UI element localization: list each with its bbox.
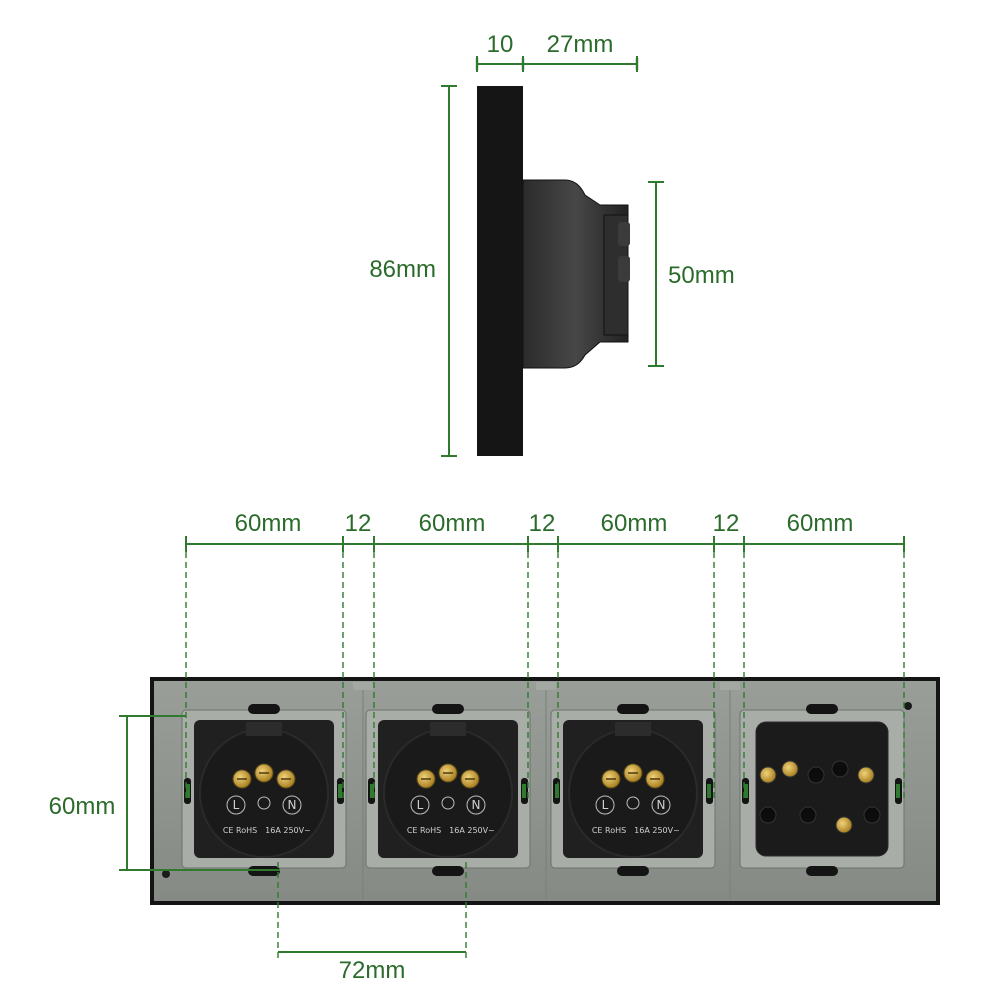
earth-symbol-icon: [257, 796, 271, 810]
live-label: L: [602, 798, 609, 812]
switch-housing: [755, 721, 889, 857]
earth-clip: [615, 722, 651, 736]
live-ring: [226, 795, 246, 815]
mounting-slot: [617, 866, 649, 876]
plate-tab: [536, 682, 556, 690]
live-ring: [595, 795, 615, 815]
body-height-label: 50mm: [668, 262, 735, 289]
mounting-slot: [806, 866, 838, 876]
module-1: L N CE RoHS 16A 250V~: [181, 704, 347, 876]
depth-back-label: 27mm: [547, 31, 614, 58]
module-2: L N CE RoHS 16A 250V~: [365, 704, 531, 876]
mounting-slot: [806, 704, 838, 714]
neutral-ring: [466, 795, 486, 815]
socket-body: [568, 728, 698, 858]
module-3-width-label: 60mm: [601, 510, 668, 537]
neutral-label: N: [472, 798, 481, 812]
earth-symbol-icon: [441, 796, 455, 810]
side-clip: [338, 784, 342, 798]
brass-terminal: [857, 766, 875, 784]
side-clip: [896, 784, 900, 798]
terminal-hole: [759, 806, 777, 824]
brass-terminal: [835, 816, 853, 834]
earth-symbol-icon: [626, 796, 640, 810]
rating-label: 16A 250V~: [449, 826, 495, 835]
mounting-slot: [432, 866, 464, 876]
side-clip: [186, 784, 190, 798]
socket-body: [199, 728, 329, 858]
module-3: L N CE RoHS 16A 250V~: [550, 704, 716, 876]
front-view: 60mm 12 60mm 12 60mm 12 60mm L N CE RoHS 16…: [49, 510, 940, 984]
terminal-hole: [831, 760, 849, 778]
mounting-slot: [432, 704, 464, 714]
screw-hole: [162, 870, 170, 878]
brass-terminal: [759, 766, 777, 784]
live-label: L: [417, 798, 424, 812]
gap-1-label: 12: [345, 510, 372, 537]
terminal-hole: [799, 806, 817, 824]
module-4-width-label: 60mm: [787, 510, 854, 537]
terminal-hole: [807, 766, 825, 784]
side-clip: [744, 784, 748, 798]
mounting-slot: [617, 704, 649, 714]
neutral-label: N: [288, 798, 297, 812]
earth-clip: [430, 722, 466, 736]
side-clip: [555, 784, 559, 798]
rating-label: 16A 250V~: [634, 826, 680, 835]
module-2-width-label: 60mm: [419, 510, 486, 537]
live-label: L: [233, 798, 240, 812]
terminal-hole: [863, 806, 881, 824]
neutral-label: N: [657, 798, 666, 812]
plate-tab: [353, 682, 373, 690]
plate-tab: [720, 682, 740, 690]
side-clip: [370, 784, 374, 798]
rating-label: 16A 250V~: [265, 826, 311, 835]
hole-spacing-label: 72mm: [339, 957, 406, 984]
plate-height-label: 86mm: [369, 256, 436, 283]
side-clip: [707, 784, 711, 798]
module-height-label: 60mm: [49, 793, 116, 820]
gap-2-label: 12: [529, 510, 556, 537]
module-1-width-label: 60mm: [235, 510, 302, 537]
gap-3-label: 12: [713, 510, 740, 537]
cert-label: CE RoHS: [223, 826, 257, 835]
depth-front-label: 10: [487, 31, 514, 58]
socket-body: [383, 728, 513, 858]
neutral-ring: [651, 795, 671, 815]
brass-terminal: [781, 760, 799, 778]
side-clip: [522, 784, 526, 798]
live-ring: [410, 795, 430, 815]
neutral-ring: [282, 795, 302, 815]
side-mechanism-body: [522, 179, 629, 369]
side-plate: [477, 86, 523, 456]
cert-label: CE RoHS: [592, 826, 626, 835]
mounting-slot: [248, 704, 280, 714]
screw-hole: [904, 702, 912, 710]
earth-clip: [246, 722, 282, 736]
cert-label: CE RoHS: [407, 826, 441, 835]
side-view: 10 27mm 86mm 50mm: [369, 31, 735, 457]
module-4: [739, 704, 905, 876]
